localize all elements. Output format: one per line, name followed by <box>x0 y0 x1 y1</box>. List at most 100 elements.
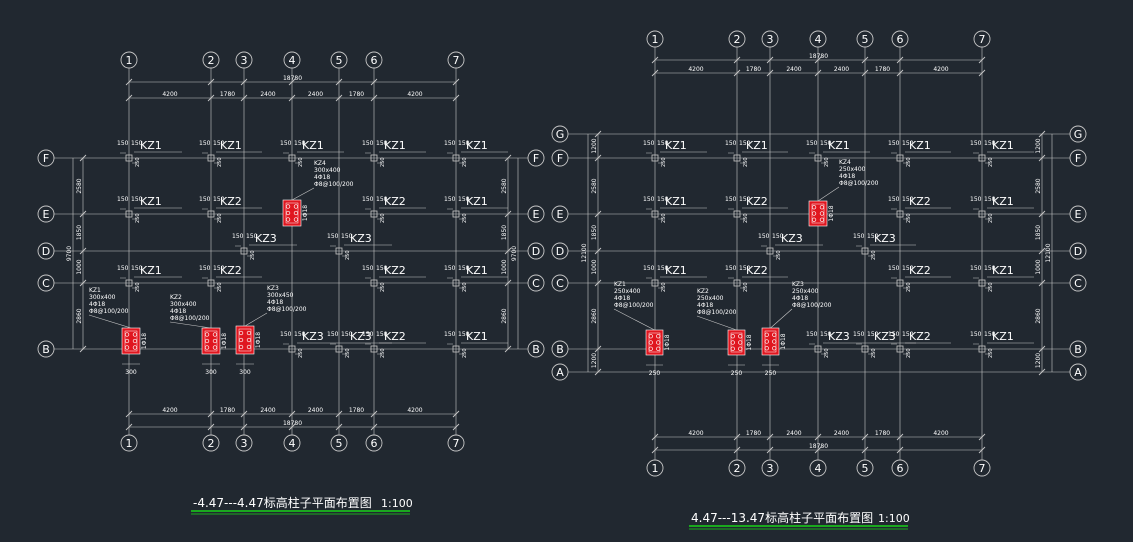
axis-bubble-top-5-circle <box>856 30 874 48</box>
axis-bubble-top-6-circle <box>891 30 909 48</box>
column-mark-16-t3: 250 <box>871 348 877 358</box>
dim-bottom-0: 4200 <box>162 407 177 414</box>
column-tag-13: KZ2 <box>384 264 406 277</box>
axis-bubble-top-6-label: 6 <box>371 54 378 67</box>
column-mark-14-t3: 250 <box>462 282 468 292</box>
column-mark-6-t1: 150 <box>725 196 737 203</box>
axis-bubble-right-C-label: C <box>1074 277 1082 290</box>
column-mark-13-t3: 250 <box>906 282 912 292</box>
axis-bubble-left-C-label: C <box>42 277 50 290</box>
dim-tick-side-1-4 <box>504 345 512 353</box>
dim-top-0: 4200 <box>688 66 703 73</box>
column-tag-15: KZ3 <box>828 330 850 343</box>
column-detail-KZ2 <box>201 327 221 355</box>
axis-bubble-right-E-label: E <box>533 208 540 221</box>
dim-side-0-1: 1850 <box>76 225 83 240</box>
column-mark-3-t2: 150 <box>376 140 388 147</box>
column-mark-16-t2: 150 <box>867 331 879 338</box>
dim-bottom-3: 2400 <box>834 430 849 437</box>
column-mark-4 <box>452 154 460 162</box>
detail-name-KZ3: KZ3 <box>267 285 279 292</box>
plan-left-scale: 1:100 <box>381 497 413 510</box>
dim-side-1-1: 1850 <box>501 225 508 240</box>
dim-tick-top-total-4 <box>861 56 869 64</box>
detail-stirrup-KZ3: Φ8@100/200 <box>792 302 832 309</box>
detail-stirrup-KZ4: Φ8@100/200 <box>839 180 879 187</box>
column-mark-1-t3: 250 <box>217 157 223 167</box>
column-mark-11-t3: 250 <box>661 282 667 292</box>
column-tag-15: KZ3 <box>302 330 324 343</box>
column-mark-2-t1: 150 <box>280 140 292 147</box>
column-mark-17-t1: 150 <box>888 331 900 338</box>
dim-top-5: 4200 <box>933 66 948 73</box>
column-mark-4-t1: 150 <box>970 140 982 147</box>
dim-tick-bottom-2 <box>766 433 774 441</box>
column-mark-7-t3: 250 <box>906 213 912 223</box>
axis-bubble-right-A-circle <box>1069 363 1087 381</box>
axis-bubble-top-3-circle <box>761 30 779 48</box>
column-tag-3: KZ1 <box>909 139 931 152</box>
dim-side-0-5: 1200 <box>591 353 598 368</box>
axis-bubble-left-E-label: E <box>557 208 564 221</box>
axis-bubble-bottom-6-circle <box>365 434 383 452</box>
dim-tick-side-0-1 <box>594 154 602 162</box>
column-mark-1-t3: 250 <box>743 157 749 167</box>
axis-bubble-bottom-2-label: 2 <box>208 437 215 450</box>
dim-tick-side-1-3 <box>1038 247 1046 255</box>
axis-bubble-bottom-4-circle <box>283 434 301 452</box>
column-tag-7: KZ2 <box>384 195 406 208</box>
detail-size-KZ3: 300x450 <box>267 292 294 299</box>
axis-bubble-top-4-circle <box>283 51 301 69</box>
axis-bubble-right-G-label: G <box>1074 128 1083 141</box>
axis-bubble-bottom-1-label: 1 <box>126 437 133 450</box>
column-mark-3 <box>370 154 378 162</box>
detail-size-KZ4: 300x400 <box>314 167 341 174</box>
dim-top-3: 2400 <box>308 91 323 98</box>
axis-bubble-left-F-circle <box>37 149 55 167</box>
axis-bubble-top-5-label: 5 <box>336 54 343 67</box>
dim-tick-top-2 <box>240 94 248 102</box>
axis-bubble-bottom-7-label: 7 <box>453 437 460 450</box>
column-mark-10-t3: 250 <box>871 250 877 260</box>
column-mark-9 <box>766 247 774 255</box>
detail-bars-KZ4: 4Φ18 <box>839 173 855 180</box>
detail-bars-KZ1: 4Φ18 <box>89 301 105 308</box>
dim-side-1-4: 2860 <box>1035 308 1042 323</box>
column-detail-KZ3-stirrup <box>238 328 252 352</box>
dim-tick-side-1-1 <box>504 210 512 218</box>
column-mark-0 <box>651 154 659 162</box>
column-mark-1-t2: 150 <box>213 140 225 147</box>
column-mark-4-t3: 250 <box>462 157 468 167</box>
column-mark-14-t1: 150 <box>444 265 456 272</box>
column-mark-12-t3: 250 <box>217 282 223 292</box>
detail-size-KZ2: 250x400 <box>697 295 724 302</box>
column-mark-8 <box>978 210 986 218</box>
dim-bottom-total: 18780 <box>809 443 828 450</box>
column-mark-18-t3: 250 <box>988 348 994 358</box>
column-detail-KZ2 <box>727 329 746 356</box>
column-mark-0-t2: 150 <box>657 140 669 147</box>
column-detail-KZ3 <box>761 327 780 356</box>
dim-tick-bottom-6 <box>452 410 460 418</box>
column-mark-6 <box>733 210 741 218</box>
dim-side-1-2: 1850 <box>1035 225 1042 240</box>
column-tag-1: KZ1 <box>746 139 768 152</box>
dim-tick-bottom-total-2 <box>766 446 774 454</box>
axis-bubble-right-B-circle <box>527 340 545 358</box>
column-tag-10: KZ3 <box>350 232 372 245</box>
column-mark-1-t2: 150 <box>739 140 751 147</box>
axis-bubble-left-F-label: F <box>557 152 563 165</box>
axis-bubble-left-D-label: D <box>556 245 564 258</box>
dim-tick-side-1-2 <box>504 247 512 255</box>
column-mark-13-t2: 150 <box>376 265 388 272</box>
axis-bubble-right-G-circle <box>1069 125 1087 143</box>
column-tag-9: KZ3 <box>781 232 803 245</box>
column-mark-15-t3: 250 <box>824 348 830 358</box>
column-mark-4-t2: 150 <box>984 140 996 147</box>
dim-side-1-0: 1200 <box>1035 138 1042 153</box>
dim-tick-bottom-total-1 <box>733 446 741 454</box>
column-mark-3-t3: 250 <box>380 157 386 167</box>
axis-bubble-bottom-4-label: 4 <box>289 437 296 450</box>
